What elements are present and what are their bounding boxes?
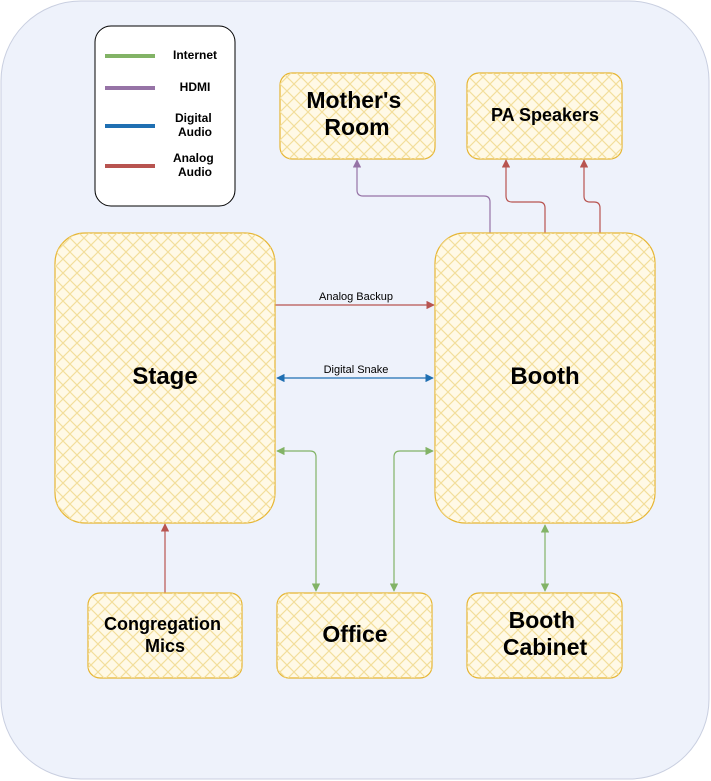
node-mothers-room[interactable]: Mother's Room	[279, 72, 436, 160]
node-booth-cabinet[interactable]: Booth Cabinet	[466, 592, 623, 679]
edge-booth-mothers-room-hdmi	[352, 159, 491, 233]
node-pa-speakers[interactable]: PA Speakers	[466, 72, 623, 160]
legend-label-hdmi: HDMI	[180, 80, 211, 94]
node-congregation-mics-label: Congregation Mics	[104, 614, 226, 656]
node-stage[interactable]: Stage	[54, 232, 276, 524]
node-mothers-room-label-line1: Mother's	[306, 87, 401, 113]
node-booth-hatch	[435, 233, 655, 523]
node-booth-cabinet-hatch	[467, 593, 622, 678]
node-booth[interactable]: Booth	[434, 232, 656, 524]
node-mothers-room-hatch	[280, 73, 435, 159]
edge-booth-pa-speakers-2	[579, 159, 601, 233]
edge-booth-pa-speakers-1	[501, 159, 546, 233]
edge-label-analog-backup: Analog Backup	[319, 291, 393, 303]
node-congregation-mics-label-line1: Congregation	[104, 614, 221, 634]
node-booth-cabinet-label: Booth Cabinet	[503, 607, 588, 660]
node-pa-speakers-label: PA Speakers	[491, 105, 599, 125]
legend-label-internet: Internet	[173, 48, 217, 62]
legend-label-analog-audio: Analog Audio	[173, 151, 217, 179]
node-mothers-room-label: Mother's Room	[306, 87, 407, 140]
legend-box	[94, 25, 236, 207]
legend: Internet HDMI Digital Audio Analog Audio	[94, 25, 236, 207]
node-stage-label: Stage	[132, 363, 197, 390]
node-congregation-mics-label-line2: Mics	[145, 636, 185, 656]
node-office-label: Office	[322, 621, 387, 647]
legend-label-analog-audio-line1: Analog	[173, 151, 214, 165]
node-booth-cabinet-label-line2: Cabinet	[503, 634, 588, 660]
node-office-hatch	[277, 593, 432, 678]
node-office[interactable]: Office	[276, 592, 433, 679]
node-booth-label: Booth	[510, 363, 579, 390]
legend-label-digital-audio: Digital Audio	[175, 111, 215, 139]
legend-label-digital-audio-line1: Digital	[175, 111, 212, 125]
legend-label-analog-audio-line2: Audio	[178, 165, 212, 179]
node-booth-cabinet-label-line1: Booth	[509, 607, 575, 633]
node-stage-hatch	[55, 233, 275, 523]
edge-stage-office-internet	[276, 446, 321, 592]
legend-label-digital-audio-line2: Audio	[178, 125, 212, 139]
node-pa-speakers-hatch	[467, 73, 622, 159]
edge-office-booth-internet	[389, 446, 434, 592]
node-congregation-mics[interactable]: Congregation Mics	[87, 592, 243, 679]
node-congregation-mics-hatch	[88, 593, 242, 678]
node-mothers-room-label-line2: Room	[324, 114, 389, 140]
edge-label-digital-snake: Digital Snake	[324, 364, 389, 376]
